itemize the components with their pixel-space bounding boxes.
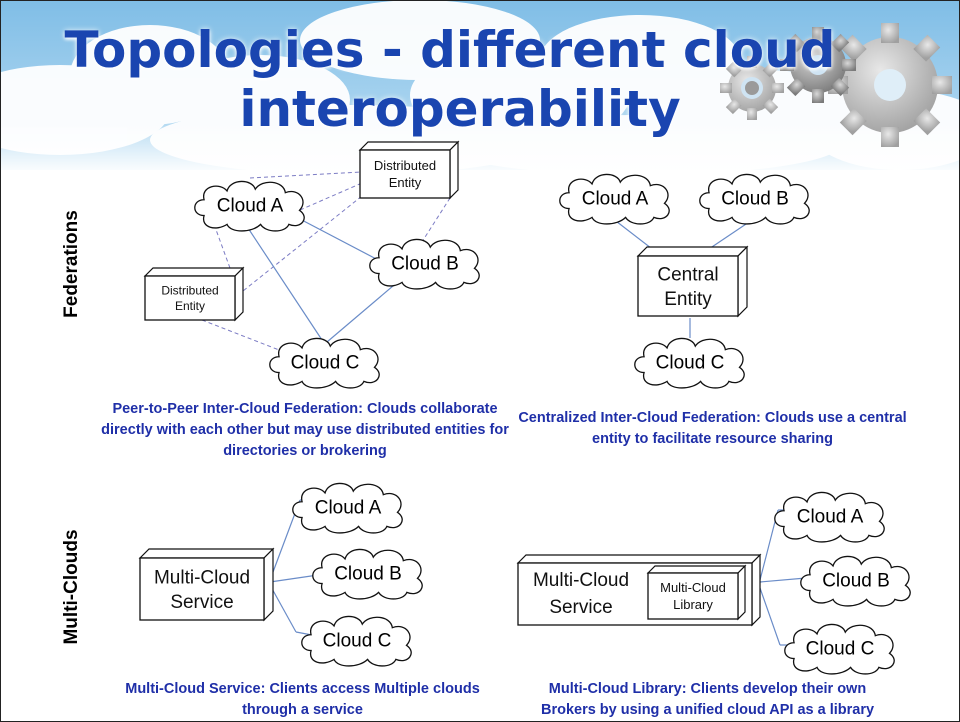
mcl-library-top-face [646, 565, 747, 574]
caption-centralized: Centralized Inter-Cloud Federation: Clou… [518, 410, 907, 447]
mcs-service-label-1: Multi-Cloud [154, 567, 250, 588]
mcs-cloud-c-outline [301, 615, 412, 667]
mcl-cloud-c-label: Cloud C [806, 639, 875, 660]
p2p-entity-left-label-1: Distributed [161, 283, 218, 297]
p2p-entity-top-side-face [449, 140, 459, 200]
mcs-cloud-c-label: Cloud C [323, 631, 392, 652]
mcl-library-front-face [647, 572, 739, 620]
mcl-cloud-b-label: Cloud B [822, 571, 890, 592]
mcl-cloud-a: Cloud A [774, 491, 885, 543]
p2p-entity-top-top-face [358, 141, 460, 151]
p2p-entity-top-label-1: Distributed [374, 158, 436, 173]
p2p-cloud-b-label: Cloud B [391, 254, 459, 275]
mcl-service-label-1: Multi-Cloud [533, 570, 629, 591]
p2p-cloud-b-outline [369, 238, 480, 290]
p2p-cloud-b: Cloud B [369, 238, 480, 290]
caption-p2p: Peer-to-Peer Inter-Cloud Federation: Clo… [101, 401, 509, 459]
central-cloud-c: Cloud C [634, 337, 745, 389]
central-cloud-a: Cloud A [559, 173, 670, 225]
mcl-cloud-a-label: Cloud A [797, 507, 864, 528]
slide-title-line2: interoperability [239, 80, 681, 138]
mcs-cloud-b-outline [312, 548, 423, 600]
mcs-cloud-b: Cloud B [312, 548, 423, 600]
central-cloud-a-outline [559, 173, 670, 225]
mcs-service-front-face [139, 557, 265, 621]
central-entity-top-face [636, 246, 749, 257]
caption-multi-cloud-library: Multi-Cloud Library: Clients develop the… [540, 681, 875, 718]
mcl-service-label-2: Service [549, 597, 612, 618]
p2p-entity-left-label-2: Entity [175, 299, 205, 313]
mcs-cloud-a-outline [292, 482, 403, 534]
central-entity-side-face [737, 245, 748, 318]
gears-icon [720, 23, 952, 147]
mcl-cloud-b: Cloud B [800, 555, 911, 607]
p2p-entity-top-label-2: Entity [389, 175, 422, 190]
mcl-library-side-face [737, 564, 746, 621]
central-cloud-b-label: Cloud B [721, 189, 789, 210]
p2p-cloud-c-outline [269, 337, 380, 389]
side-label-federations: Federations [61, 210, 82, 318]
central-entity-label-1: Central [657, 264, 718, 285]
p2p-diagram [201, 171, 451, 356]
p2p-solid-links [247, 217, 401, 343]
slide-title-line1: Topologies - different cloud [64, 21, 836, 79]
p2p-cloud-c: Cloud C [269, 337, 380, 389]
central-cloud-c-label: Cloud C [656, 353, 725, 374]
p2p-entity-left-side-face [234, 266, 244, 322]
central-cloud-a-label: Cloud A [582, 189, 649, 210]
mcl-cloud-a-outline [774, 491, 885, 543]
p2p-cloud-a: Cloud A [194, 180, 305, 232]
mcs-service-side-face [263, 547, 274, 622]
central-cloud-b: Cloud B [699, 173, 810, 225]
mcs-cloud-a-label: Cloud A [315, 498, 382, 519]
mcl-cloud-c-outline [784, 623, 895, 675]
p2p-entity-left-top-face [143, 267, 245, 277]
mcs-cloud-a: Cloud A [292, 482, 403, 534]
mcs-cloud-b-label: Cloud B [334, 564, 402, 585]
mcl-service-top-face [516, 554, 762, 564]
mcs-cloud-c: Cloud C [301, 615, 412, 667]
p2p-cloud-a-label: Cloud A [217, 196, 284, 217]
side-label-multiclouds: Multi-Clouds [61, 529, 82, 645]
caption-multi-cloud-service: Multi-Cloud Service: Clients access Mult… [125, 681, 480, 718]
mcs-service-top-face [138, 548, 275, 559]
mcl-cloud-b-outline [800, 555, 911, 607]
mcl-cloud-c: Cloud C [784, 623, 895, 675]
central-entity-label-2: Entity [664, 289, 712, 310]
mcl-service-side-face [751, 553, 761, 627]
p2p-entity-left-front-face [144, 275, 236, 321]
central-cloud-c-outline [634, 337, 745, 389]
mcl-library-label-1: Multi-Cloud [660, 580, 726, 595]
central-cloud-b-outline [699, 173, 810, 225]
p2p-cloud-c-label: Cloud C [291, 353, 360, 374]
p2p-cloud-a-outline [194, 180, 305, 232]
mcs-service-label-2: Service [170, 592, 233, 613]
p2p-entity-top-front-face [359, 149, 451, 199]
central-entity-front-face [637, 255, 739, 317]
mcl-library-label-2: Library [673, 597, 713, 612]
